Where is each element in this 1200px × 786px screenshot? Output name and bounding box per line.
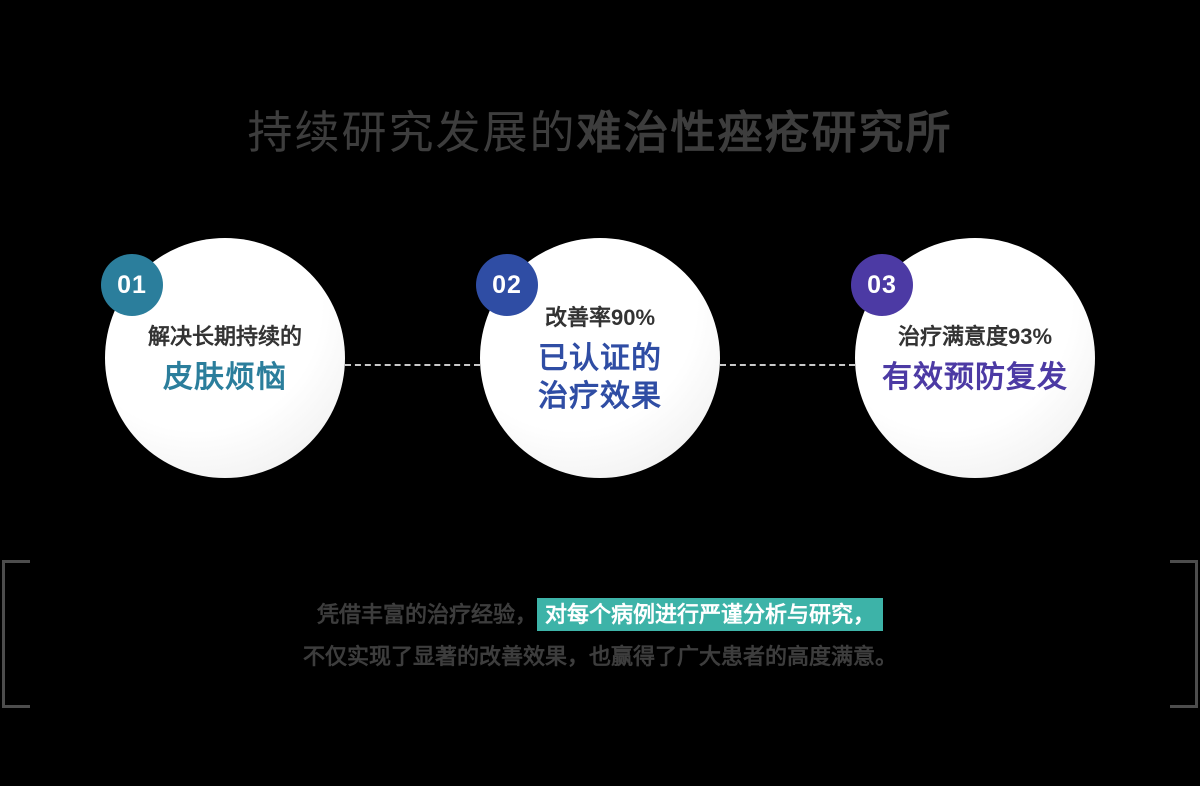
connector-line-1 [345,364,480,366]
step-2-subtitle: 改善率90% [544,305,656,330]
step-2-circle: 02 改善率90% 已认证的 治疗效果 [476,238,720,478]
page-title: 持续研究发展的难治性痤疮研究所 [0,96,1200,161]
page-title-regular: 持续研究发展的 [247,107,577,158]
step-1-headline: 皮肤烦恼 [162,361,287,394]
footer-line-1-highlight: 对每个病例进行严谨分析与研究， [537,598,884,631]
step-2-text: 改善率90% 已认证的 治疗效果 [538,300,662,416]
step-2-number-badge: 02 [476,254,538,316]
right-bracket-decoration [1170,560,1198,708]
step-1-text: 解决长期持续的 皮肤烦恼 [148,319,302,397]
footer-line-2: 不仅实现了显著的改善效果，也赢得了广大患者的高度满意。 [302,644,897,669]
footer-line-1-prefix: 凭借丰富的治疗经验， [316,602,537,627]
step-3-number-badge: 03 [851,254,913,316]
footer-note: 凭借丰富的治疗经验，对每个病例进行严谨分析与研究， 不仅实现了显著的改善效果，也… [0,594,1200,678]
step-3-headline: 有效预防复发 [882,361,1068,394]
page-title-bold: 难治性痤疮研究所 [576,107,953,158]
step-2-headline-line-2: 治疗效果 [538,380,662,413]
step-1-subtitle: 解决长期持续的 [147,324,302,349]
left-bracket-decoration [2,560,30,708]
step-1-number-badge: 01 [101,254,163,316]
step-2-headline-line-1: 已认证的 [538,342,662,375]
step-1-circle: 01 解决长期持续的 皮肤烦恼 [101,238,345,478]
step-3-circle: 03 治疗满意度93% 有效预防复发 [851,238,1095,478]
step-3-text: 治疗满意度93% 有效预防复发 [882,319,1068,397]
connector-line-2 [720,364,855,366]
step-3-subtitle: 治疗满意度93% [897,324,1053,349]
footer-line-1: 凭借丰富的治疗经验，对每个病例进行严谨分析与研究， [0,594,1200,636]
